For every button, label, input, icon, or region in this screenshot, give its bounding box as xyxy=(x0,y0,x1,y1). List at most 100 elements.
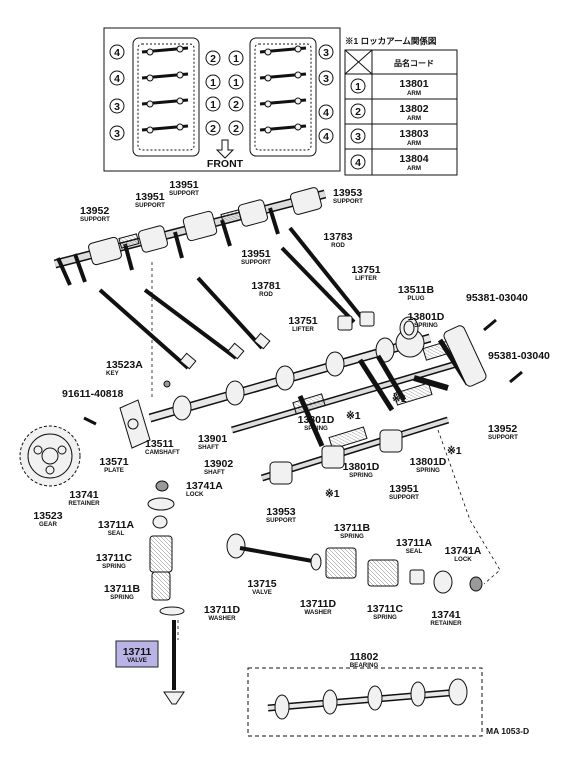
part-name: SPRING xyxy=(416,467,440,474)
callout-91611: 91611-40818 xyxy=(62,388,123,400)
svg-text:13802: 13802 xyxy=(399,103,428,115)
part-name: ROD xyxy=(331,242,345,249)
part-number: 13741A xyxy=(186,480,223,492)
svg-text:4: 4 xyxy=(323,107,329,119)
part-name: LIFTER xyxy=(355,275,377,282)
part-name: LIFTER xyxy=(292,326,314,333)
svg-text:ARM: ARM xyxy=(407,115,421,122)
svg-text:13803: 13803 xyxy=(399,128,428,140)
part-name: SEAL xyxy=(406,548,423,555)
part-number: 13715 xyxy=(247,578,276,590)
part-name: CAMSHAFT xyxy=(145,449,180,456)
rocker-shaft-assembly-lower xyxy=(231,325,487,485)
right-head-outline xyxy=(249,37,317,157)
part-number: 13711A xyxy=(396,537,433,549)
svg-text:ARM: ARM xyxy=(407,90,421,97)
part-number: 13741A xyxy=(445,545,482,557)
camshaft-drawing xyxy=(148,328,432,423)
part-number: 13801D xyxy=(410,456,447,468)
svg-text:3: 3 xyxy=(114,128,120,140)
part-name: SUPPORT xyxy=(488,434,518,441)
part-number: 91611-40818 xyxy=(62,388,123,400)
part-name: SUPPORT xyxy=(389,494,419,501)
part-name: SPRING xyxy=(414,322,438,329)
part-number: 13711C xyxy=(96,552,133,564)
valve-right xyxy=(226,533,483,594)
part-name: PLATE xyxy=(104,467,124,474)
guide-lines xyxy=(151,262,501,640)
part-number: 13711D xyxy=(300,598,337,610)
part-number: 13711C xyxy=(367,603,404,615)
part-number: 13901 xyxy=(198,433,227,445)
inset-left-bank-numbers: 4 4 3 3 xyxy=(109,44,125,141)
legend-row: 4 13804 ARM xyxy=(350,153,429,172)
svg-text:1: 1 xyxy=(355,81,361,93)
part-number: 13511B xyxy=(398,284,435,296)
svg-text:2: 2 xyxy=(355,106,361,118)
part-number: 13783 xyxy=(323,231,352,243)
part-name: SUPPORT xyxy=(266,517,296,524)
camshaft-gear-icon xyxy=(19,425,81,487)
figure-code: MA 1053-D xyxy=(486,726,529,736)
valve-lifters xyxy=(337,311,375,331)
part-name: SUPPORT xyxy=(241,259,271,266)
svg-text:2: 2 xyxy=(233,99,239,111)
svg-text:1: 1 xyxy=(210,77,216,89)
part-name: SPRING xyxy=(373,614,397,621)
part-name: RETAINER xyxy=(430,620,462,627)
ref-mark: ※1 xyxy=(325,488,340,500)
front-label: FRONT xyxy=(207,158,244,170)
callout-95381a: 95381-03040 xyxy=(466,292,528,304)
valve-spring-stack xyxy=(115,480,185,705)
svg-text:2: 2 xyxy=(210,53,216,65)
part-number: 13801D xyxy=(298,414,335,426)
svg-text:1: 1 xyxy=(233,53,239,65)
part-number: 13953 xyxy=(333,187,362,199)
ref-mark: ※1 xyxy=(346,410,361,422)
ref-mark: ※1 xyxy=(392,393,407,405)
part-number: 13711B xyxy=(334,522,371,534)
svg-text:4: 4 xyxy=(114,73,120,85)
part-number: 13711 xyxy=(123,646,152,658)
part-name: SPRING xyxy=(304,425,328,432)
svg-text:3: 3 xyxy=(323,47,329,59)
rocker-arm-inset: 4 4 3 3 2 1 1 2 1 1 2 2 3 3 4 4 FRONT xyxy=(103,27,341,172)
ref-marks: ※1 ※1 ※1 ※1 xyxy=(325,393,462,500)
part-number: 13711D xyxy=(204,604,241,616)
highlight-box xyxy=(115,640,159,668)
part-number: 13571 xyxy=(99,456,128,468)
inset-left-center-numbers: 2 1 1 2 xyxy=(205,50,221,136)
part-name: SEAL xyxy=(108,530,125,537)
svg-text:1: 1 xyxy=(233,77,239,89)
part-number: 13952 xyxy=(80,205,109,217)
part-name: VALVE xyxy=(127,657,147,664)
part-number: 95381-03040 xyxy=(488,350,550,362)
part-name: KEY xyxy=(106,370,120,377)
svg-text:1: 1 xyxy=(210,99,216,111)
callout-labels: 13951SUPPORT13951SUPPORT13953SUPPORT1395… xyxy=(33,179,550,669)
svg-text:2: 2 xyxy=(233,123,239,135)
part-number: 13801D xyxy=(343,461,380,473)
inset-right-bank-numbers: 3 3 4 4 xyxy=(318,44,334,144)
inset-right-center-numbers: 1 1 2 2 xyxy=(228,50,244,136)
svg-text:ARM: ARM xyxy=(407,140,421,147)
